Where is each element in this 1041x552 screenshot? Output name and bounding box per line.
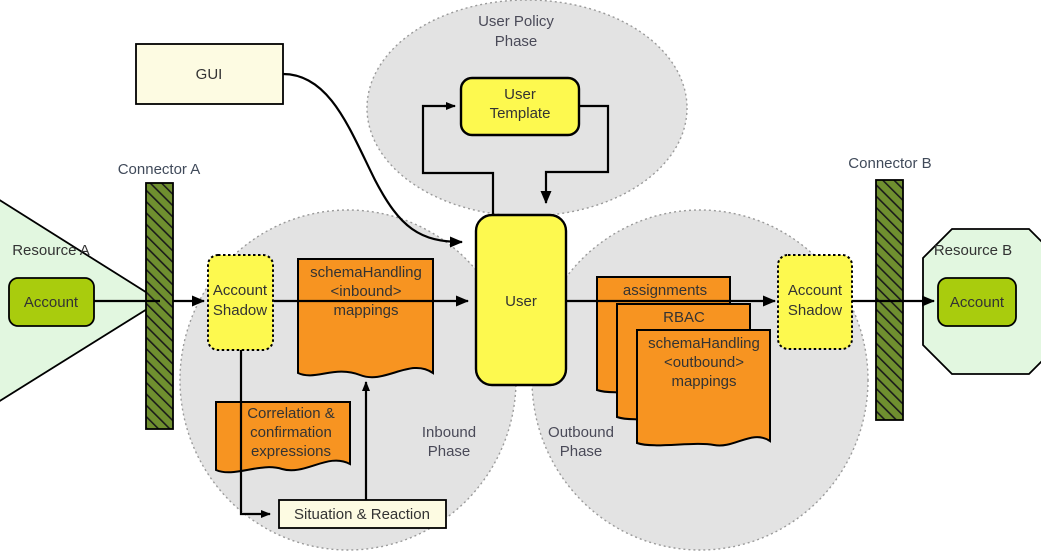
correlation-label-line2: confirmation bbox=[250, 424, 332, 441]
inbound-mappings-label-line1: schemaHandling bbox=[310, 264, 422, 281]
user-policy-phase-label-line1: User Policy bbox=[478, 13, 554, 30]
correlation-edges bbox=[239, 350, 370, 518]
gui-node[interactable]: GUI bbox=[135, 43, 284, 105]
outbound-mappings-label-line1: schemaHandling bbox=[648, 335, 760, 352]
resource-a-account-label: Account bbox=[24, 294, 79, 311]
situation-reaction-label: Situation & Reaction bbox=[294, 506, 430, 523]
rbac-label: RBAC bbox=[663, 309, 705, 326]
inbound-mappings-doc[interactable]: schemaHandling <inbound> mappings bbox=[297, 258, 434, 379]
user-label: User bbox=[505, 293, 537, 310]
inbound-account-shadow-line2: Shadow bbox=[213, 302, 267, 319]
correlation-doc[interactable]: Correlation & confirmation expressions bbox=[215, 401, 351, 474]
correlation-shape[interactable] bbox=[215, 401, 351, 474]
outbound-account-shadow-line2: Shadow bbox=[788, 302, 842, 319]
resource-b-label: Resource B bbox=[934, 242, 1012, 259]
gui-label: GUI bbox=[196, 66, 223, 83]
edge-user-to-user-template bbox=[421, 104, 495, 215]
user-box[interactable] bbox=[474, 213, 568, 387]
edge-account-shadow-to-situation bbox=[239, 350, 271, 518]
outbound-mappings-label-line3: mappings bbox=[671, 373, 736, 390]
user-node[interactable]: User bbox=[474, 213, 568, 387]
assignments-label: assignments bbox=[623, 282, 707, 299]
outbound-mappings-label-line2: <outbound> bbox=[664, 354, 744, 371]
inbound-account-shadow[interactable]: Account Shadow bbox=[207, 254, 274, 351]
resource-b-account-label: Account bbox=[950, 294, 1005, 311]
user-template-label-line2: Template bbox=[490, 105, 551, 122]
resource-a-group: Resource A Account bbox=[0, 199, 162, 402]
inbound-phase-label-line1: Inbound bbox=[422, 424, 476, 441]
inbound-account-shadow-line1: Account bbox=[213, 282, 268, 299]
resource-a-label: Resource A bbox=[12, 242, 90, 259]
user-template-box[interactable] bbox=[459, 76, 581, 137]
outbound-phase-label-line2: Phase bbox=[560, 443, 603, 460]
user-template-node[interactable]: User Template bbox=[459, 76, 581, 137]
outbound-account-shadow[interactable]: Account Shadow bbox=[777, 254, 853, 350]
outbound-phase-label-line1: Outbound bbox=[548, 424, 614, 441]
outbound-mappings-shape[interactable] bbox=[636, 329, 771, 447]
inbound-mappings-shape[interactable] bbox=[297, 258, 434, 379]
edge-user-template-to-user bbox=[540, 104, 610, 204]
gui-box[interactable] bbox=[135, 43, 284, 105]
connector-a-group: Connector A bbox=[118, 161, 201, 430]
outbound-account-shadow-line1: Account bbox=[788, 282, 843, 299]
resource-b-group: Resource B Account bbox=[922, 228, 1041, 375]
inbound-account-shadow-box[interactable] bbox=[207, 254, 274, 351]
connector-a-label: Connector A bbox=[118, 161, 201, 178]
user-template-label-line1: User bbox=[504, 86, 536, 103]
inbound-mappings-label-line3: mappings bbox=[333, 302, 398, 319]
connector-a-shape bbox=[145, 182, 174, 430]
correlation-label-line1: Correlation & bbox=[247, 405, 335, 422]
situation-reaction-box[interactable] bbox=[278, 499, 447, 529]
user-policy-loop-edges bbox=[421, 102, 610, 215]
outbound-mappings-doc[interactable]: schemaHandling <outbound> mappings bbox=[636, 329, 771, 447]
phase-labels: User Policy Phase Inbound Phase Outbound… bbox=[422, 13, 614, 460]
edge-gui-to-user bbox=[282, 72, 463, 248]
inbound-mappings-label-line2: <inbound> bbox=[331, 283, 402, 300]
correlation-label-line3: expressions bbox=[251, 443, 331, 460]
user-policy-phase-label-line2: Phase bbox=[495, 33, 538, 50]
resource-b-account-box[interactable] bbox=[937, 277, 1017, 327]
inbound-phase-label-line2: Phase bbox=[428, 443, 471, 460]
connector-b-label: Connector B bbox=[848, 155, 931, 172]
situation-reaction[interactable]: Situation & Reaction bbox=[278, 499, 447, 529]
